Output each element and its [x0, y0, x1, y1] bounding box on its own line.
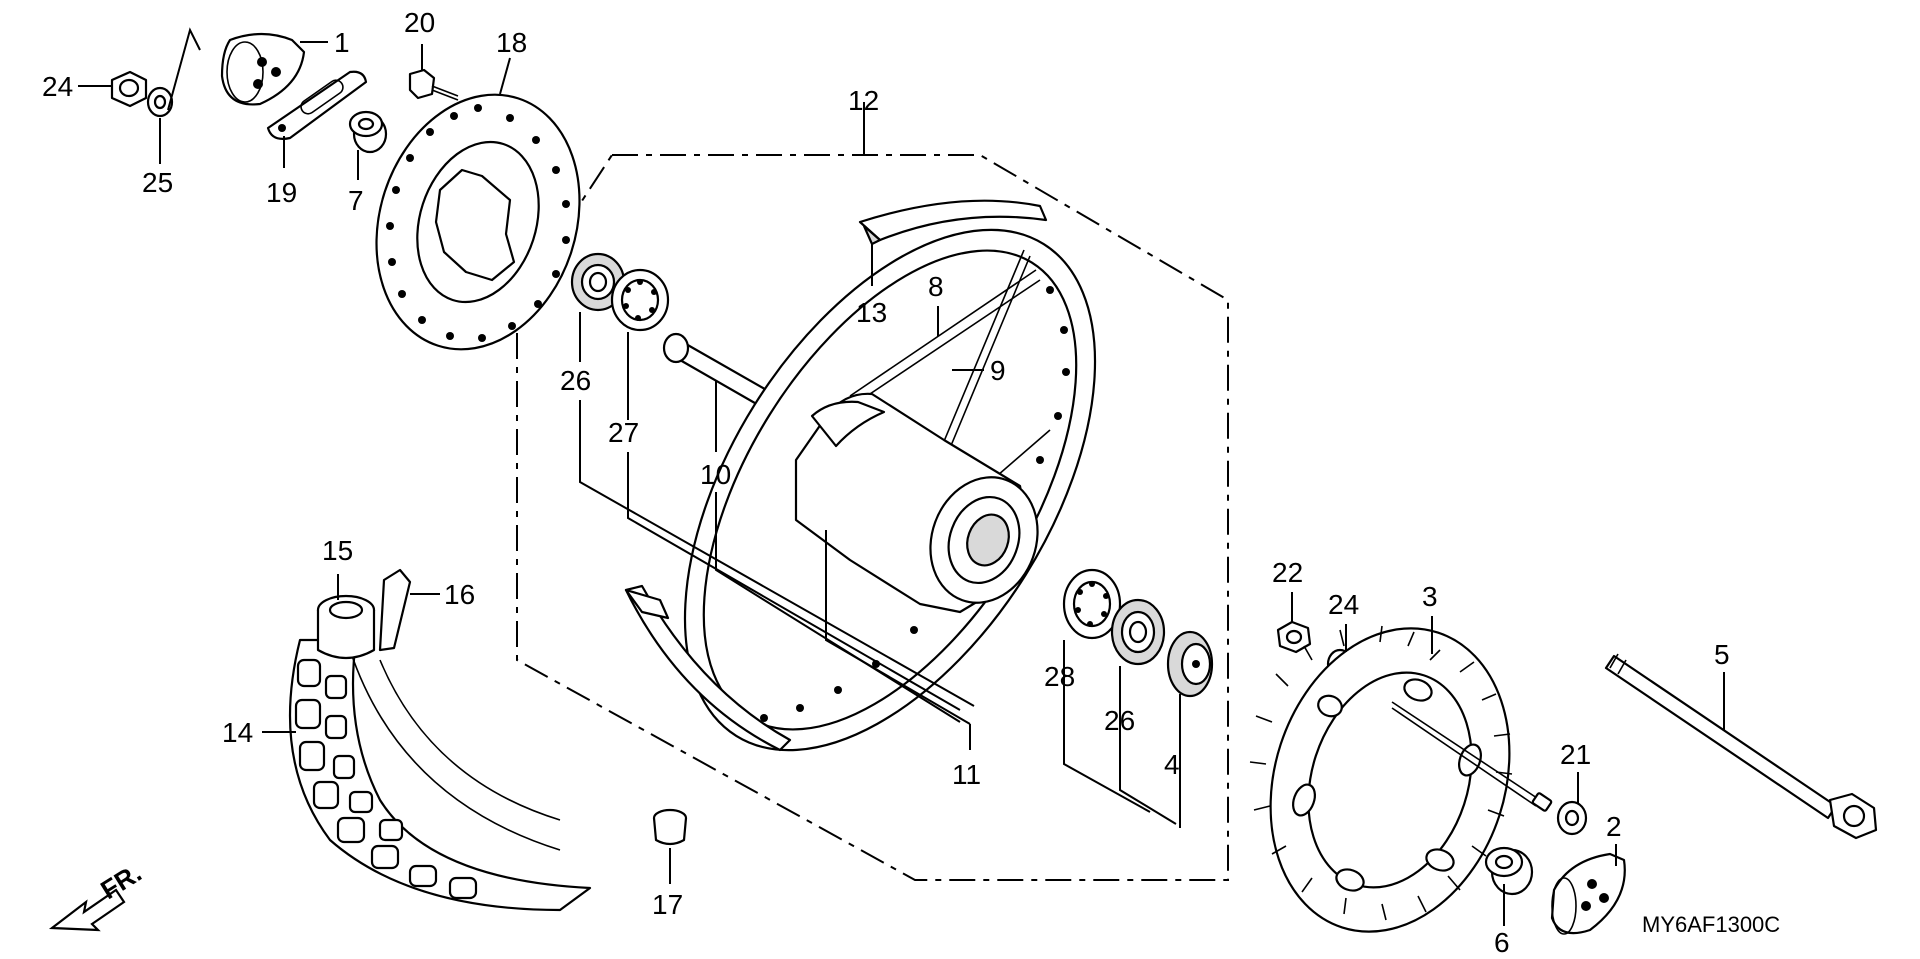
part-hub [794, 392, 1039, 614]
callout-21: 21 [1560, 739, 1591, 770]
callout-27: 27 [608, 417, 639, 448]
part-adjuster-1 [220, 32, 306, 106]
leader-lines [78, 27, 1725, 926]
part-rim-band-lower [624, 584, 792, 752]
callout-2: 2 [1606, 811, 1622, 842]
part-collar-6 [1484, 846, 1534, 896]
part-bolt-21 [1391, 701, 1588, 836]
part-rim-band-13 [858, 199, 1048, 246]
callout-1: 1 [334, 27, 350, 58]
callout-8: 8 [928, 271, 944, 302]
callout-26-left: 26 [560, 365, 591, 396]
callout-22: 22 [1272, 557, 1303, 588]
part-sprocket-3 [1249, 625, 1513, 933]
part-bolt-20 [408, 68, 459, 101]
callout-25: 25 [142, 167, 173, 198]
callout-16: 16 [444, 579, 475, 610]
callout-6: 6 [1494, 927, 1510, 958]
part-adjuster-2 [1550, 852, 1626, 935]
callout-18: 18 [496, 27, 527, 58]
part-brake-disc-18 [375, 93, 581, 351]
part-rim-lock-16 [378, 568, 412, 652]
callout-4: 4 [1164, 749, 1180, 780]
part-dust-seal-4 [1166, 630, 1214, 698]
callout-15: 15 [322, 535, 353, 566]
callout-10: 10 [700, 459, 731, 490]
arrow-icon [48, 888, 126, 932]
callout-11: 11 [952, 759, 981, 790]
callout-14: 14 [222, 717, 253, 748]
part-spokes-8-9 [849, 249, 1051, 561]
part-nut-23 [110, 70, 148, 108]
part-axle-5 [1604, 653, 1878, 840]
callout-labels: 24 1 25 19 7 20 18 12 13 8 9 26 27 10 11… [42, 7, 1730, 958]
part-tube-15 [316, 594, 376, 660]
callout-28: 28 [1044, 661, 1075, 692]
part-plate-19 [266, 70, 368, 140]
callout-20: 20 [404, 7, 435, 38]
callout-9: 9 [990, 355, 1006, 386]
part-washer-25 [146, 86, 174, 118]
callout-19: 19 [266, 177, 297, 208]
callout-12: 12 [848, 85, 879, 116]
callout-17: 17 [652, 889, 683, 920]
callout-7: 7 [348, 185, 364, 216]
callout-24: 24 [1328, 589, 1359, 620]
callout-5: 5 [1714, 639, 1730, 670]
part-valve-cap-17 [652, 808, 688, 846]
part-bearing-26-right [1110, 598, 1166, 666]
callout-23: 24 [42, 71, 73, 102]
part-collar-7 [348, 110, 388, 154]
part-tire-14 [288, 638, 592, 912]
part-bearing-26-left [570, 252, 626, 312]
part-bearing-27 [610, 268, 670, 332]
drawing-code: MY6AF1300C [1642, 912, 1780, 937]
front-direction-arrow: FR. [48, 857, 147, 932]
callout-13: 13 [856, 297, 887, 328]
callout-3: 3 [1422, 581, 1438, 612]
part-bearing-28 [1062, 568, 1122, 640]
callout-26-right: 26 [1104, 705, 1135, 736]
